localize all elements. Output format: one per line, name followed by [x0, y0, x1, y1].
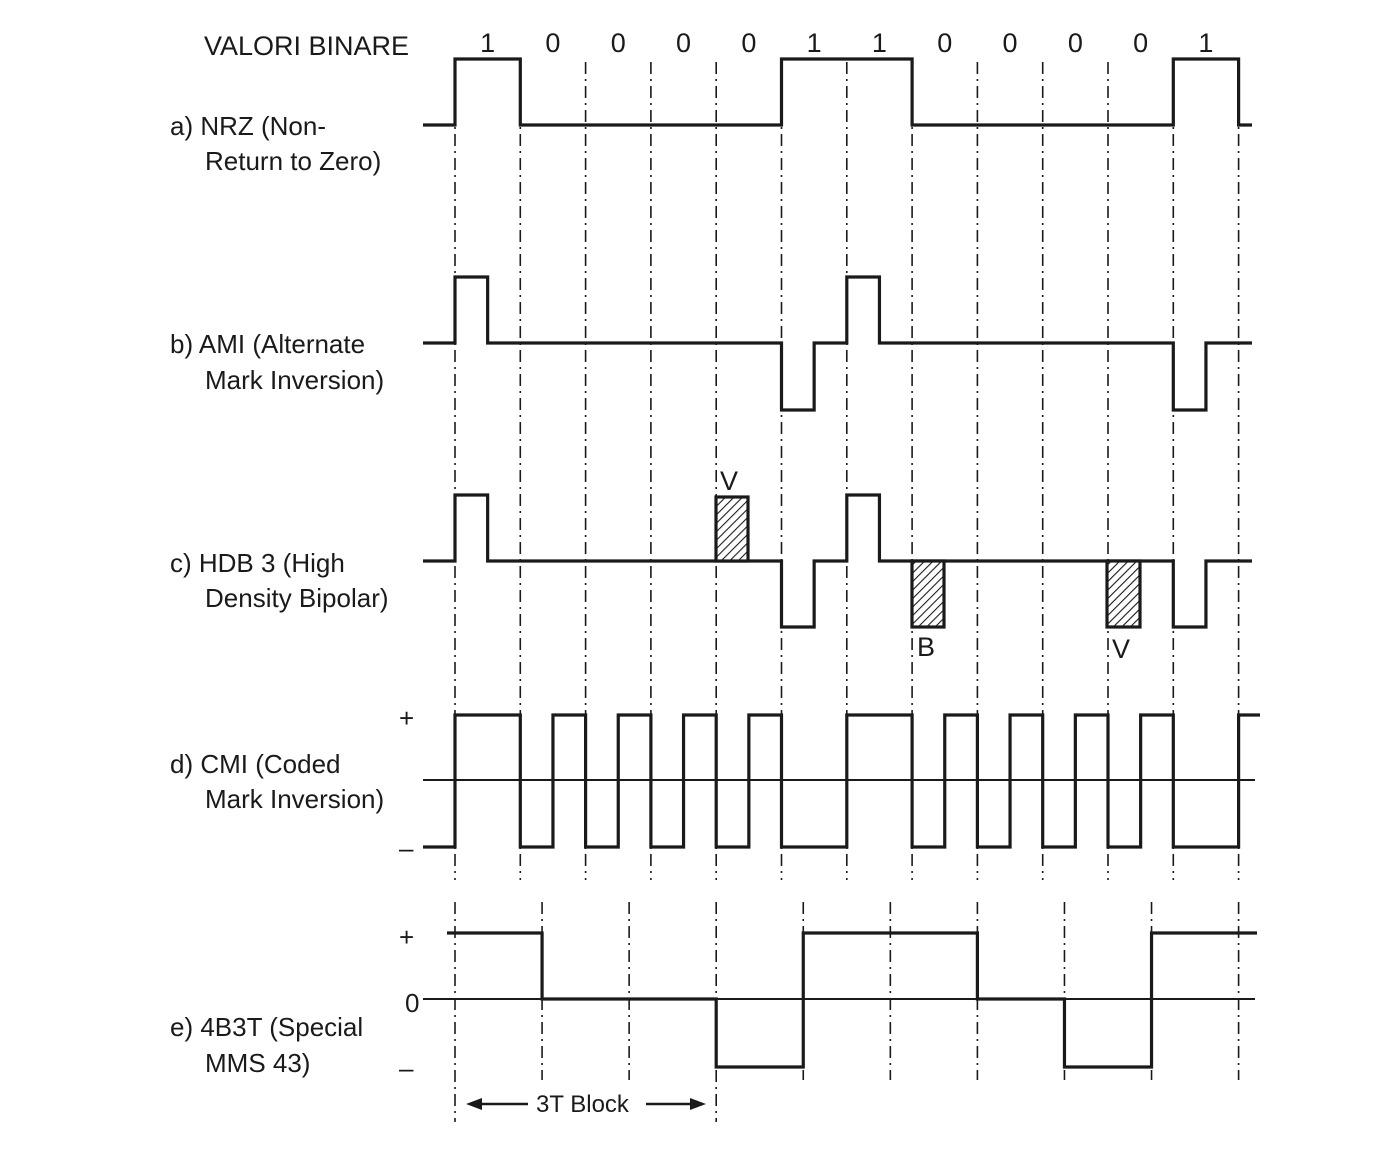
binary-values-row: 1 0 0 0 0 1 1 0 0 0 0 1: [480, 28, 1213, 58]
ami-waveform: [423, 275, 1252, 412]
4b3t-zero-level: 0: [405, 988, 419, 1018]
3t-block-label: 3T Block: [536, 1091, 630, 1118]
binary-value-7: 0: [937, 28, 952, 58]
hdb3-balancing-pulse: [910, 559, 946, 629]
binary-value-10: 0: [1133, 28, 1148, 58]
ami-label-line2: Mark Inversion): [205, 365, 384, 395]
hdb3-marker-v-second: V: [1112, 634, 1130, 664]
binary-value-8: 0: [1003, 28, 1018, 58]
binary-value-4: 0: [741, 28, 756, 58]
ami-label-line1: b) AMI (Alternate: [170, 329, 365, 359]
4b3t-label-line2: MMS 43): [205, 1048, 310, 1078]
hdb3-waveform: [423, 493, 1252, 629]
cmi-plus-level: +: [399, 703, 414, 733]
cmi-label-line2: Mark Inversion): [205, 784, 384, 814]
hdb3-violation-pulse-1: [714, 495, 750, 563]
waveforms: [423, 57, 1260, 1069]
nrz-label-line2: Return to Zero): [205, 146, 381, 176]
binary-values-label: VALORI BINARE: [204, 31, 409, 61]
binary-value-11: 1: [1198, 28, 1213, 58]
4b3t-plus-level: +: [399, 922, 414, 952]
binary-value-2: 0: [611, 28, 626, 58]
nrz-waveform: [423, 57, 1252, 127]
3t-block-arrow: [466, 1098, 706, 1110]
4b3t-label-line1: e) 4B3T (Special: [170, 1012, 363, 1042]
binary-value-0: 1: [480, 28, 495, 58]
cmi-minus-level: –: [399, 833, 414, 863]
cmi-label-line1: d) CMI (Coded: [170, 749, 341, 779]
nrz-label-line1: a) NRZ (Non-: [170, 111, 326, 141]
hdb3-marker-v-first: V: [720, 466, 738, 496]
hdb3-label-line2: Density Bipolar): [205, 583, 389, 613]
hdb3-label-line1: c) HDB 3 (High: [170, 548, 345, 578]
hdb3-marker-b: B: [917, 632, 935, 662]
4b3t-minus-level: –: [399, 1053, 414, 1083]
binary-value-5: 1: [807, 28, 822, 58]
hdb3-violation-pulse-2: [1105, 559, 1142, 629]
binary-value-3: 0: [676, 28, 691, 58]
binary-value-1: 0: [545, 28, 560, 58]
binary-value-9: 0: [1068, 28, 1083, 58]
binary-value-6: 1: [872, 28, 887, 58]
